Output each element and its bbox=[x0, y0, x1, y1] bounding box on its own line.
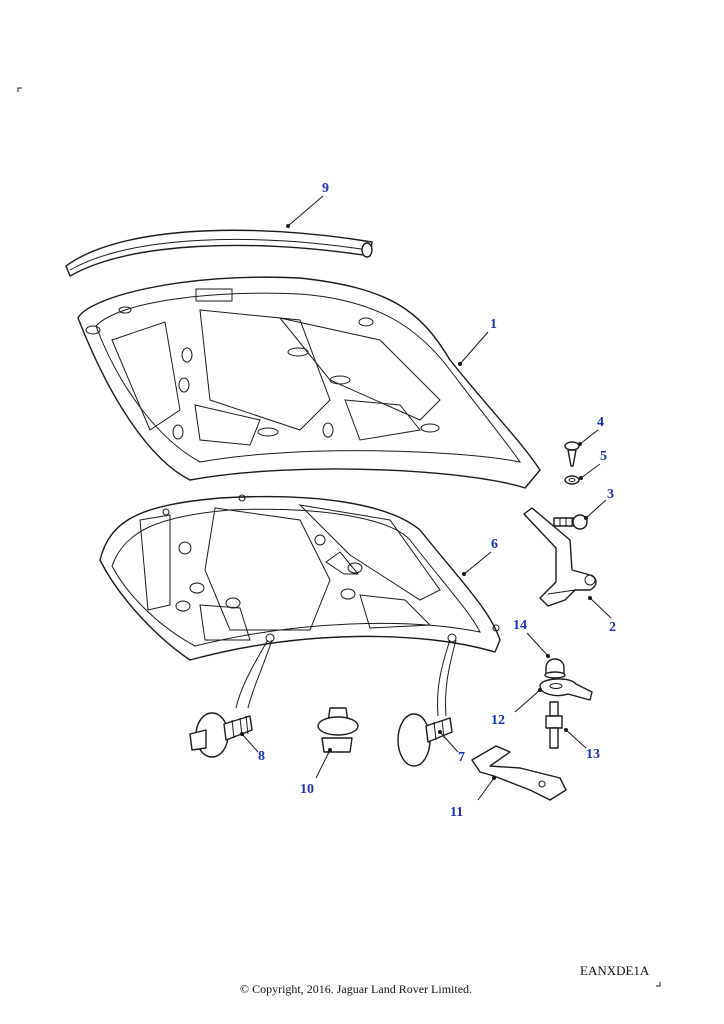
callout-9: 9 bbox=[322, 181, 329, 196]
part-12-bracket-plate bbox=[539, 678, 593, 701]
part-11-latch-bracket bbox=[471, 745, 567, 801]
part-9-seal-strip bbox=[65, 229, 373, 277]
callout-10: 10 bbox=[300, 782, 314, 797]
part-10-retainer-clip bbox=[317, 707, 359, 753]
leader-lines bbox=[235, 195, 612, 801]
callout-13: 13 bbox=[586, 747, 600, 762]
callout-2: 2 bbox=[609, 620, 616, 635]
part-4-screw bbox=[564, 441, 580, 467]
callout-3: 3 bbox=[607, 487, 614, 502]
part-8-push-clip bbox=[189, 712, 253, 758]
callout-11: 11 bbox=[450, 805, 463, 820]
callout-7: 7 bbox=[458, 750, 465, 765]
callout-4: 4 bbox=[597, 415, 604, 430]
callout-14: 14 bbox=[513, 618, 527, 633]
part-14-cap-nut bbox=[544, 658, 566, 679]
callout-12: 12 bbox=[491, 713, 505, 728]
part-2-hinge bbox=[523, 507, 597, 607]
part-7-push-clip bbox=[397, 713, 453, 767]
callout-5: 5 bbox=[600, 449, 607, 464]
diagram-reference-code: EANXDE1A bbox=[580, 963, 650, 978]
corner-mark-bottom-right bbox=[656, 982, 661, 987]
callout-labels: 1 2 3 4 5 6 7 8 9 10 11 12 13 14 bbox=[258, 181, 616, 820]
part-5-washer bbox=[564, 475, 580, 485]
callout-8: 8 bbox=[258, 749, 265, 764]
part-13-stud bbox=[545, 701, 563, 749]
part-6-insulation-pad bbox=[99, 494, 501, 661]
callout-1: 1 bbox=[490, 317, 497, 332]
part-3-bolt bbox=[553, 514, 588, 530]
part-1-bonnet-panel bbox=[77, 276, 541, 489]
callout-6: 6 bbox=[491, 537, 498, 552]
copyright-notice: © Copyright, 2016. Jaguar Land Rover Lim… bbox=[239, 982, 473, 996]
corner-mark-top-left bbox=[17, 87, 22, 92]
